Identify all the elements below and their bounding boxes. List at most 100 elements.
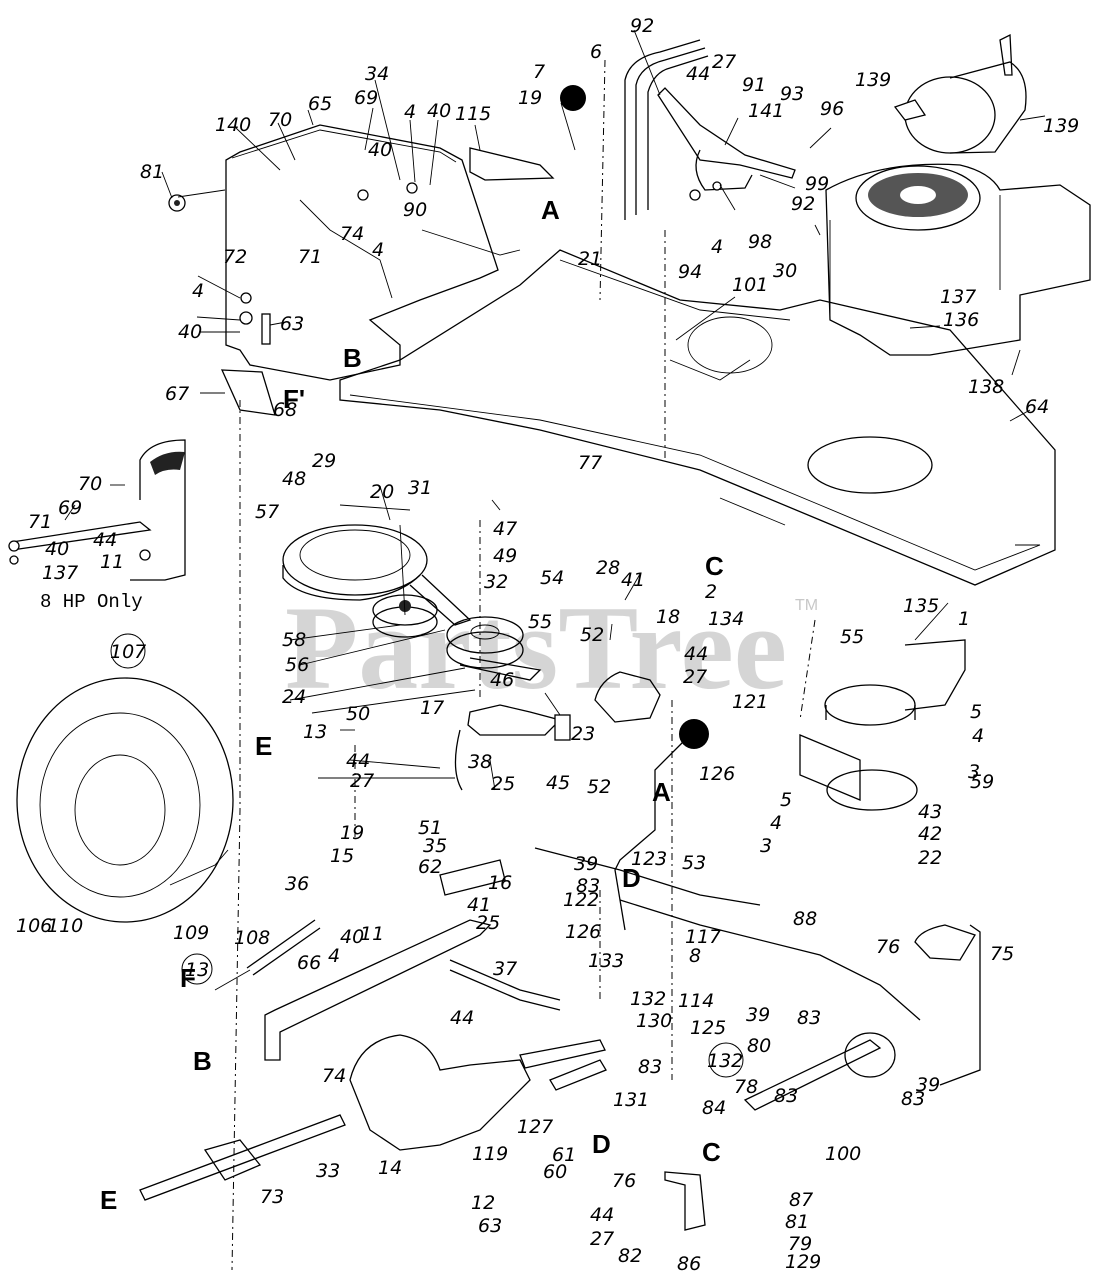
callout[interactable]: 72 — [223, 246, 247, 268]
callout[interactable]: 126 — [565, 921, 601, 943]
callout[interactable]: 138 — [968, 376, 1004, 398]
callout[interactable]: 83 — [797, 1007, 821, 1029]
throttle-bracket[interactable] — [657, 87, 796, 201]
callout[interactable]: 63 — [478, 1215, 502, 1237]
callout[interactable]: 35 — [423, 835, 447, 857]
callout[interactable]: 101 — [732, 274, 768, 296]
callout[interactable]: 93 — [780, 83, 804, 105]
callout[interactable]: 38 — [468, 751, 492, 773]
callout[interactable]: 44 — [684, 643, 708, 665]
callout[interactable]: 137 — [940, 286, 976, 308]
callout[interactable]: 40 — [178, 321, 202, 343]
callout[interactable]: 57 — [255, 501, 279, 523]
linkage-rods[interactable] — [534, 847, 981, 1111]
callout[interactable]: 33 — [316, 1160, 340, 1182]
callout[interactable]: 121 — [732, 691, 768, 713]
callout[interactable]: 40 — [340, 926, 364, 948]
bracket-18[interactable] — [594, 671, 661, 723]
callout[interactable]: 141 — [748, 100, 784, 122]
callout[interactable]: 90 — [403, 199, 427, 221]
callout[interactable]: 4 — [770, 812, 782, 834]
callout[interactable]: 139 — [855, 69, 891, 91]
callout[interactable]: 129 — [785, 1251, 821, 1273]
callout[interactable]: 15 — [330, 845, 354, 867]
callout[interactable]: 1 — [958, 608, 970, 630]
callout[interactable]: 5 — [780, 789, 792, 811]
callout[interactable]: 131 — [613, 1089, 649, 1111]
callout[interactable]: 59 — [970, 771, 994, 793]
callout[interactable]: 67 — [165, 383, 189, 405]
callout[interactable]: 27 — [590, 1228, 614, 1250]
callout[interactable]: 4 — [372, 239, 384, 261]
callout[interactable]: 94 — [678, 261, 702, 283]
callout[interactable]: 41 — [621, 569, 645, 591]
callout[interactable]: 4 — [404, 101, 416, 123]
deck-pulley-assembly[interactable] — [799, 639, 966, 811]
callout[interactable]: 21 — [578, 248, 602, 270]
callout[interactable]: 77 — [578, 452, 602, 474]
callout[interactable]: 88 — [793, 908, 817, 930]
callout[interactable]: 81 — [785, 1211, 809, 1233]
idler-bracket[interactable] — [454, 704, 571, 791]
callout[interactable]: 137 — [42, 562, 78, 584]
callout[interactable]: 87 — [789, 1189, 813, 1211]
transaxle[interactable] — [139, 1034, 607, 1201]
callout[interactable]: 27 — [350, 770, 374, 792]
callout[interactable]: 125 — [690, 1017, 726, 1039]
callout[interactable]: 83 — [638, 1056, 662, 1078]
callout[interactable]: 98 — [748, 231, 772, 253]
callout[interactable]: 51 — [418, 817, 442, 839]
callout[interactable]: 92 — [630, 15, 654, 37]
callout[interactable]: 117 — [685, 926, 721, 948]
callout[interactable]: 29 — [312, 450, 336, 472]
callout[interactable]: 54 — [540, 567, 564, 589]
callout[interactable]: 55 — [528, 611, 552, 633]
dash-panel-bracket[interactable] — [168, 124, 555, 416]
callout[interactable]: 23 — [571, 723, 595, 745]
callout[interactable]: 64 — [1025, 396, 1049, 418]
callout[interactable]: 3 — [968, 761, 980, 783]
callout[interactable]: 13 — [303, 721, 327, 743]
callout[interactable]: 132 — [630, 988, 666, 1010]
callout[interactable]: 25 — [476, 912, 500, 934]
bracket-76[interactable] — [664, 1171, 706, 1231]
callout[interactable]: 3 — [760, 835, 772, 857]
callout[interactable]: 62 — [418, 856, 442, 878]
callout[interactable]: 108 — [234, 927, 270, 949]
callout[interactable]: 4 — [972, 725, 984, 747]
callout[interactable]: 44 — [346, 750, 370, 772]
callout[interactable]: 19 — [518, 87, 542, 109]
callout[interactable]: 100 — [825, 1143, 861, 1165]
callout[interactable]: 18 — [656, 606, 680, 628]
callout[interactable]: 79 — [788, 1233, 812, 1255]
callout[interactable]: 140 — [215, 114, 251, 136]
callout[interactable]: 74 — [340, 223, 364, 245]
callout[interactable]: 99 — [805, 173, 829, 195]
callout[interactable]: 55 — [840, 626, 864, 648]
callout[interactable]: 96 — [820, 98, 844, 120]
callout[interactable]: 58 — [282, 629, 306, 651]
callout[interactable]: 76 — [612, 1170, 636, 1192]
callout[interactable]: 106 — [16, 915, 52, 937]
callout[interactable]: 17 — [420, 697, 444, 719]
transmission-bracket[interactable] — [264, 859, 561, 1061]
callout[interactable]: 43 — [918, 801, 942, 823]
callout[interactable]: 44 — [450, 1007, 474, 1029]
callout[interactable]: 122 — [563, 889, 599, 911]
engine[interactable] — [825, 163, 1091, 356]
callout[interactable]: 34 — [365, 63, 389, 85]
callout[interactable]: 136 — [943, 309, 979, 331]
callout[interactable]: 139 — [1043, 115, 1079, 137]
muffler[interactable] — [893, 33, 1027, 154]
callout[interactable]: 123 — [631, 848, 667, 870]
callout[interactable]: 52 — [587, 776, 611, 798]
callout[interactable]: 11 — [360, 923, 384, 945]
callout[interactable]: 52 — [580, 624, 604, 646]
callout[interactable]: 44 — [93, 529, 117, 551]
callout[interactable]: 6 — [590, 41, 602, 63]
callout[interactable]: 8 — [689, 945, 701, 967]
callout[interactable]: 71 — [28, 511, 52, 533]
callout[interactable]: 28 — [596, 557, 620, 579]
callout[interactable]: 109 — [173, 922, 209, 944]
callout[interactable]: 76 — [876, 936, 900, 958]
